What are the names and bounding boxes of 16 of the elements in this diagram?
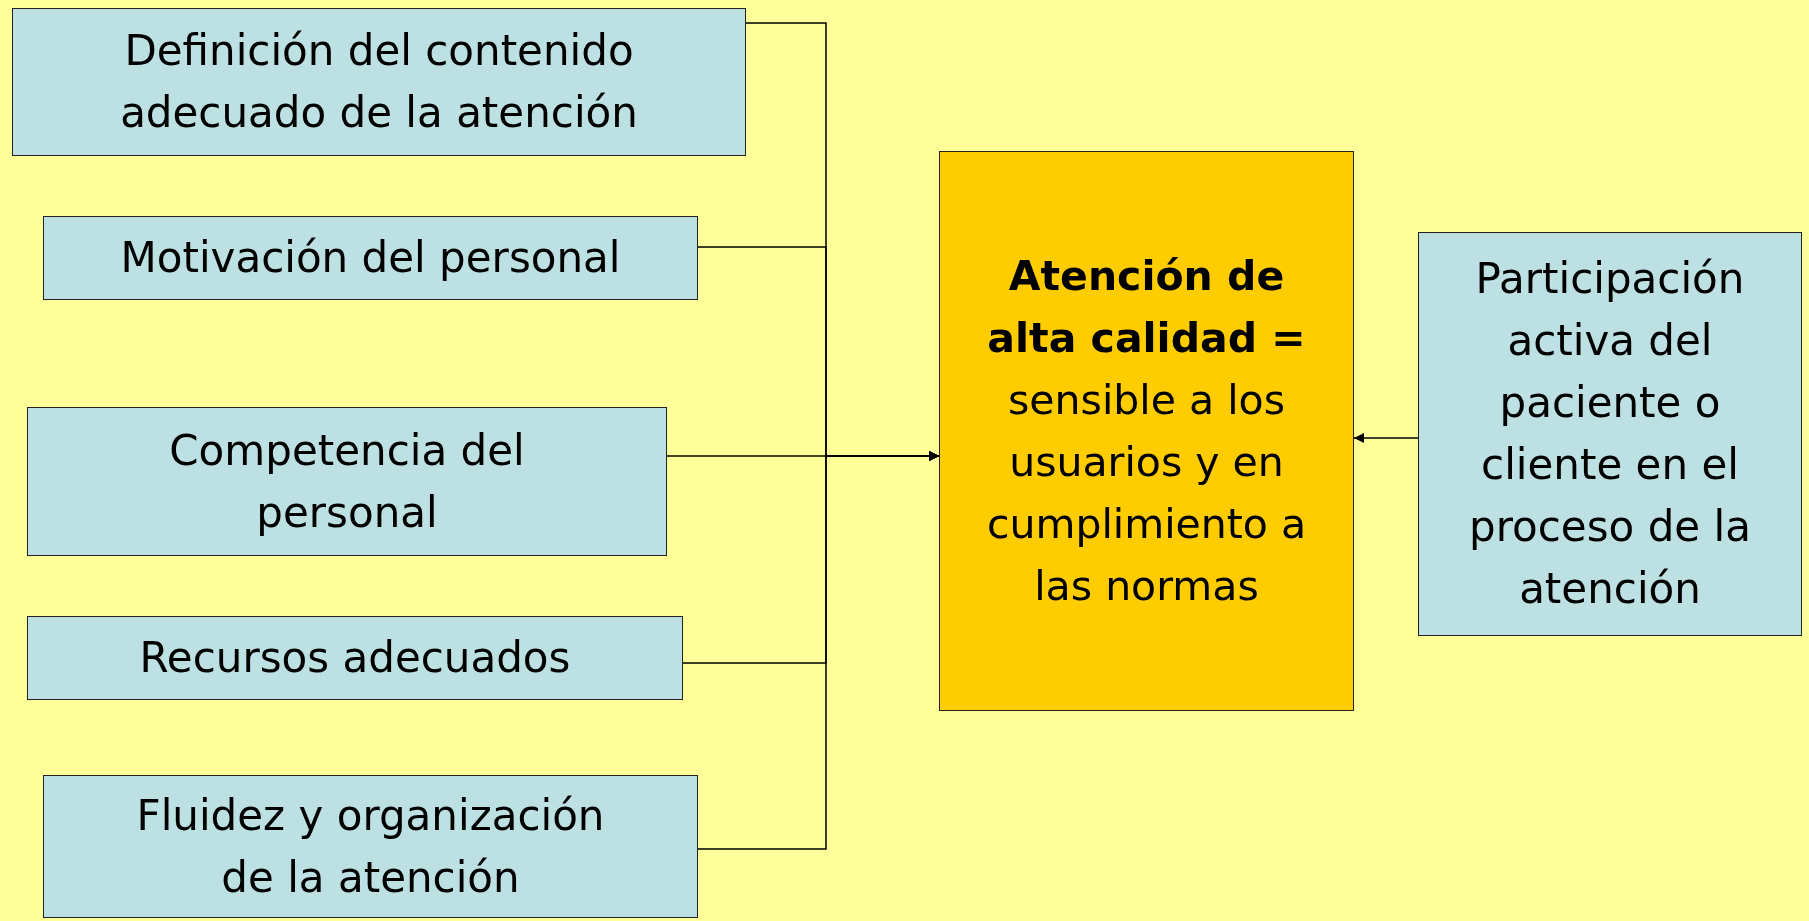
arrow [1353,433,1419,443]
factor-box [12,8,746,156]
box-text: Competencia del personal [168,424,526,539]
factor-box [1418,232,1802,636]
box-text: Motivación del personal [120,232,621,284]
box-text: Recursos adecuados [139,632,571,684]
factor-box [27,616,683,700]
factor-box [43,775,698,918]
goal-box [939,151,1354,711]
factor-box [27,407,667,556]
box-text: Atención de alta calidad = sensible a los usuarios y en cumplimiento a las normas [985,251,1308,612]
box-text: Fluidez y organización de la atención [135,789,606,904]
box-text: Definición del contenido adecuado de la atención [119,25,639,139]
box-text: Participación activa del paciente o cliente en el proceso de la atención [1468,253,1752,615]
arrow [697,451,940,850]
factor-box [43,216,698,300]
